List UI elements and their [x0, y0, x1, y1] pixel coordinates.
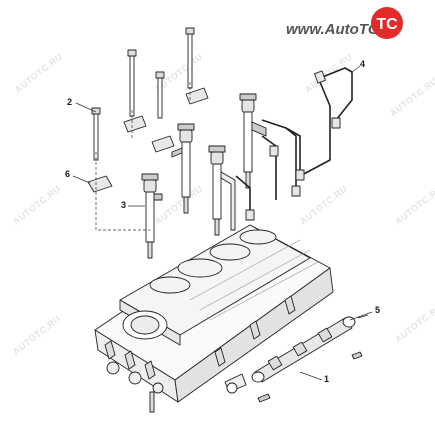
clamp [123, 115, 147, 133]
clamp [185, 87, 209, 105]
bolt [185, 27, 195, 89]
brand-logo: www.AutoTC.ru TC [282, 4, 432, 44]
bolt [155, 71, 165, 119]
injector [141, 173, 163, 259]
clamp [151, 135, 175, 153]
bolt [127, 49, 137, 117]
leader-lines [72, 65, 373, 381]
callout-label: 1 [324, 374, 330, 384]
cylinder-head [94, 224, 334, 413]
fuel-pipe [235, 67, 353, 218]
callout-label: 4 [360, 59, 366, 69]
brand-text: www.AutoTC.ru [286, 21, 398, 38]
callout-label: 6 [65, 169, 71, 179]
callout-label: 3 [121, 200, 127, 210]
pipe-fitting [245, 70, 341, 221]
fuel-rail [224, 314, 369, 403]
callout-label: 5 [375, 305, 381, 315]
injector [208, 145, 236, 236]
callout-label: 2 [67, 97, 73, 107]
tc-logo-icon: TC [371, 7, 403, 39]
clamp [87, 175, 113, 193]
injector [171, 123, 195, 214]
injector [239, 93, 267, 189]
brand-badge-text: TC [376, 16, 398, 33]
